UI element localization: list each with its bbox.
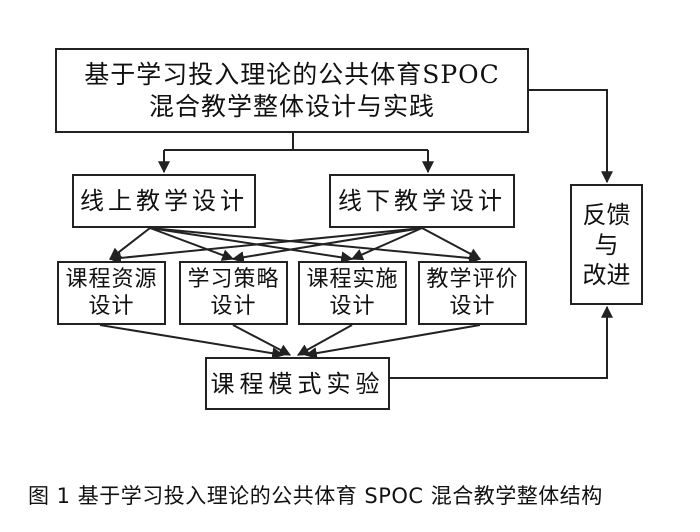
feedback-improvement-box: 反馈 与 改进: [570, 184, 643, 305]
arrow-offline-to-resource: [108, 227, 423, 264]
teaching-evaluation-line2: 设计: [449, 294, 496, 319]
arrow-implement-to-experiment: [296, 324, 353, 356]
arrow-offline-to-evaluate: [421, 227, 482, 260]
arrow-evaluate-to-experiment: [304, 324, 481, 360]
arrow-offline-to-strategy: [231, 227, 423, 264]
arrow-top-to-feedback: [529, 89, 613, 184]
offline-design-box: 线下教学设计: [329, 174, 515, 228]
learning-strategy-line2: 设计: [210, 294, 257, 319]
course-model-experiment-box: 课程模式实验: [205, 357, 390, 410]
arrow-resource-to-experiment: [99, 324, 285, 360]
course-resource-line1: 课程资源: [65, 266, 158, 292]
learning-strategy-design-box: 学习策略 设计: [179, 261, 288, 325]
online-design-label: 线上教学设计: [80, 187, 248, 215]
teaching-evaluation-line1: 教学评价: [426, 266, 519, 292]
arrow-experiment-to-feedback: [390, 305, 613, 379]
course-implementation-design-box: 课程实施 设计: [298, 261, 407, 325]
arrow-online-to-evaluate: [149, 227, 482, 264]
feedback-line2: 与: [594, 230, 619, 259]
feedback-line1: 反馈: [582, 200, 631, 229]
top-box-line1: 基于学习投入理论的公共体育SPOC: [84, 60, 500, 90]
figure-caption: 图 1 基于学习投入理论的公共体育 SPOC 混合教学整体结构: [28, 484, 603, 508]
top-box-line2: 混合教学整体设计与实践: [148, 91, 435, 121]
course-implementation-line1: 课程实施: [306, 266, 399, 292]
course-implementation-line2: 设计: [329, 294, 376, 319]
arrow-online-to-resource: [109, 227, 151, 260]
arrow-offline-to-implement: [350, 227, 423, 261]
course-model-experiment-label: 课程模式实验: [210, 369, 385, 398]
teaching-evaluation-design-box: 教学评价 设计: [418, 261, 527, 325]
arrow-online-to-strategy: [149, 227, 235, 261]
learning-strategy-line1: 学习策略: [187, 266, 280, 292]
top-box: 基于学习投入理论的公共体育SPOC 混合教学整体设计与实践: [55, 48, 529, 133]
course-resource-line2: 设计: [88, 294, 135, 319]
online-design-box: 线上教学设计: [72, 174, 256, 228]
arrow-strategy-to-experiment: [232, 324, 292, 356]
course-resource-design-box: 课程资源 设计: [57, 261, 166, 325]
arrow-online-to-implement: [149, 227, 354, 264]
feedback-line3: 改进: [582, 260, 631, 289]
offline-design-label: 线下教学设计: [338, 187, 506, 215]
